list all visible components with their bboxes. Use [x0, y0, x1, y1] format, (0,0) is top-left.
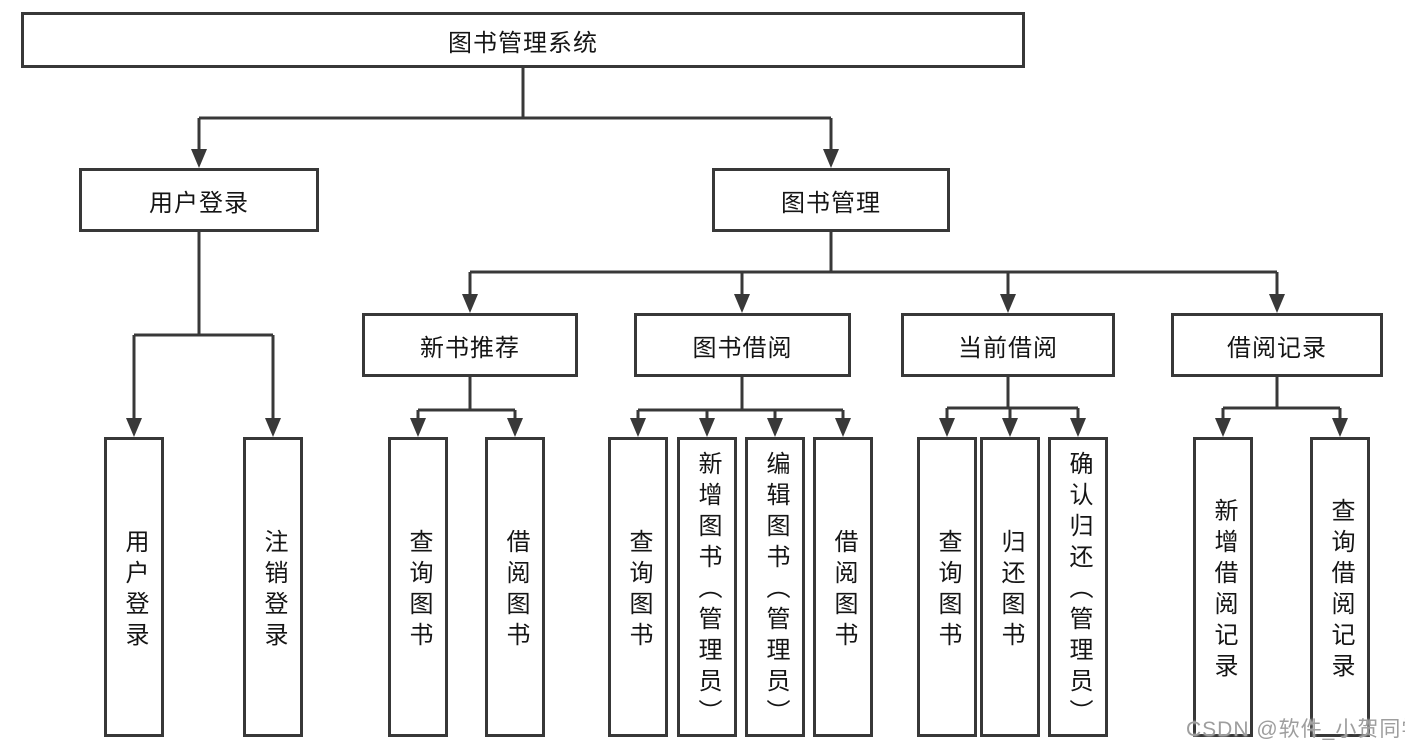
node-book-management: 图书管理 — [712, 168, 950, 232]
arrowhead — [823, 149, 839, 168]
arrowhead — [462, 294, 478, 313]
node-label: 查询借阅记录 — [1327, 497, 1354, 684]
connector-user-login-children — [126, 232, 281, 437]
node-label: 确认归还（管理员） — [1065, 451, 1092, 730]
connector-book-management-children — [462, 232, 1285, 313]
connector-line — [945, 377, 1080, 421]
arrowhead — [191, 149, 207, 168]
node-borrow-records: 借阅记录 — [1171, 313, 1383, 377]
leaf-newbook-query-books: 查询图书 — [388, 437, 448, 737]
leaf-current-return-books: 归还图书 — [980, 437, 1040, 737]
leaf-records-query-record: 查询借阅记录 — [1310, 437, 1370, 737]
connector-line — [197, 68, 833, 152]
arrowhead — [507, 418, 523, 437]
node-label: 借阅图书 — [502, 528, 529, 653]
leaf-records-add-record: 新增借阅记录 — [1193, 437, 1253, 737]
connector-new-book-children — [410, 377, 523, 437]
connector-line — [636, 377, 845, 421]
node-book-borrow: 图书借阅 — [634, 313, 851, 377]
node-label: 借阅记录 — [1227, 334, 1327, 362]
arrowhead — [699, 418, 715, 437]
node-label: 新书推荐 — [420, 334, 520, 362]
connector-borrow-records-children — [1215, 377, 1348, 437]
node-label: 查询图书 — [934, 528, 961, 653]
csdn-watermark: CSDN @软件_小贺同学 — [1186, 718, 1405, 741]
node-label: 用户登录 — [121, 528, 148, 653]
arrowhead — [1002, 418, 1018, 437]
leaf-current-query-books: 查询图书 — [917, 437, 977, 737]
connector-line — [1221, 377, 1342, 421]
arrowhead — [1070, 418, 1086, 437]
arrowhead — [630, 418, 646, 437]
arrowhead — [1000, 294, 1016, 313]
node-label: 注销登录 — [260, 528, 287, 653]
node-label: 当前借阅 — [958, 334, 1058, 362]
node-label: 新增图书（管理员） — [694, 451, 721, 730]
node-new-book-recommend: 新书推荐 — [362, 313, 578, 377]
leaf-borrow-add-books-admin: 新增图书（管理员） — [677, 437, 737, 737]
arrowhead — [265, 418, 281, 437]
leaf-user-login: 用户登录 — [104, 437, 164, 737]
leaf-borrow-edit-books-admin: 编辑图书（管理员） — [745, 437, 805, 737]
node-label: 借阅图书 — [830, 528, 857, 653]
node-user-login: 用户登录 — [79, 168, 319, 232]
node-current-borrow: 当前借阅 — [901, 313, 1115, 377]
connector-root-children — [191, 68, 839, 168]
node-label: 图书借阅 — [692, 334, 793, 362]
connector-current-borrow-children — [939, 377, 1086, 437]
node-label: 归还图书 — [997, 528, 1024, 653]
arrowhead — [1332, 418, 1348, 437]
arrowhead — [835, 418, 851, 437]
node-label: 查询图书 — [405, 528, 432, 653]
leaf-newbook-borrow-books: 借阅图书 — [485, 437, 545, 737]
arrowhead — [126, 418, 142, 437]
node-label: 新增借阅记录 — [1210, 497, 1237, 684]
arrowhead — [1215, 418, 1231, 437]
node-label: 编辑图书（管理员） — [762, 451, 789, 730]
leaf-borrow-query-books: 查询图书 — [608, 437, 668, 737]
leaf-borrow-borrow-books: 借阅图书 — [813, 437, 873, 737]
node-label: 图书管理系统 — [448, 29, 598, 57]
leaf-current-confirm-return-admin: 确认归还（管理员） — [1048, 437, 1108, 737]
node-label: 用户登录 — [149, 189, 249, 217]
connector-book-borrow-children — [630, 377, 851, 437]
node-library-system-root: 图书管理系统 — [21, 12, 1025, 68]
connector-line — [132, 232, 275, 421]
node-label: 图书管理 — [781, 189, 881, 217]
arrowhead — [939, 418, 955, 437]
arrowhead — [1269, 294, 1285, 313]
connector-line — [416, 377, 517, 421]
leaf-logout: 注销登录 — [243, 437, 303, 737]
arrowhead — [410, 418, 426, 437]
arrowhead — [767, 418, 783, 437]
node-label: 查询图书 — [625, 528, 652, 653]
arrowhead — [734, 294, 750, 313]
connector-line — [468, 232, 1279, 297]
